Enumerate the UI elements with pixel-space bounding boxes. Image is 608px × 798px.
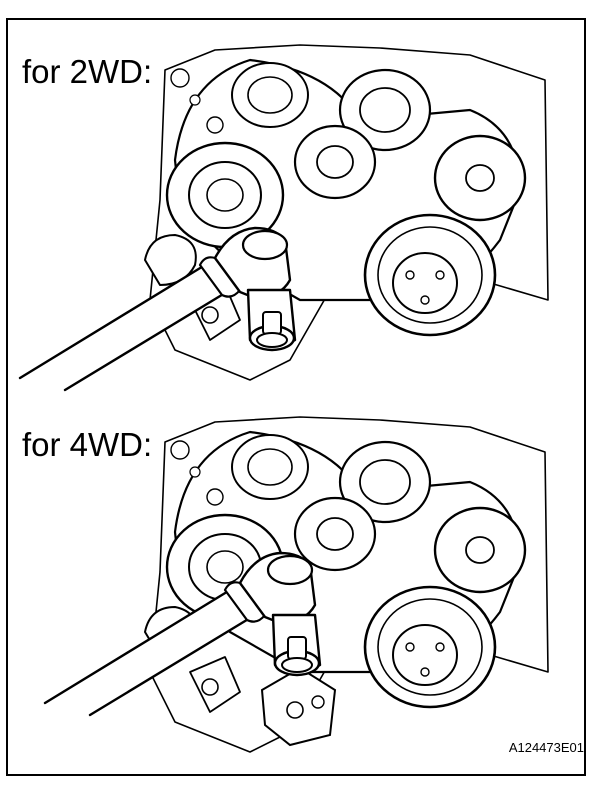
engine-drawing-2wd (143, 43, 550, 382)
panel-label-2wd: for 2WD: (22, 53, 153, 90)
panel-label-4wd: for 4WD: (22, 426, 153, 463)
engine-drawing-4wd (143, 415, 550, 754)
figure-frame (6, 18, 586, 776)
figure-code: A124473E01 (508, 740, 584, 755)
